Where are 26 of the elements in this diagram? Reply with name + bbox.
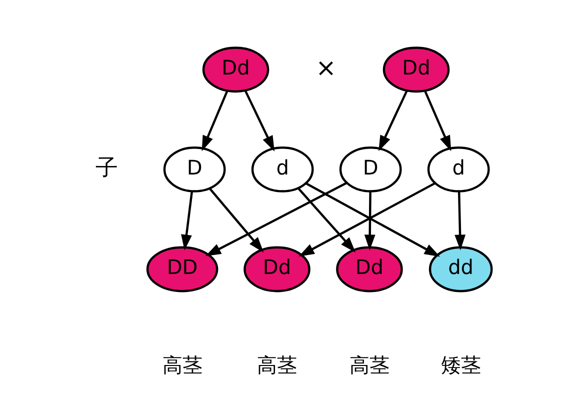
- arrow: [204, 182, 347, 256]
- node-ellipse: d: [426, 146, 490, 192]
- arrow: [201, 90, 228, 152]
- arrow: [364, 192, 375, 250]
- label: ×: [315, 52, 336, 82]
- node-ellipse: D: [162, 146, 226, 192]
- arrow: [454, 192, 466, 250]
- node-label: 高茎: [348, 352, 389, 377]
- arrow: [244, 90, 274, 152]
- node-ellipse: Dd: [202, 46, 269, 93]
- node-ellipse: D: [338, 146, 402, 192]
- node-label: 高茎: [256, 352, 296, 377]
- arrow: [208, 188, 264, 252]
- node-ellipse: Dd: [382, 46, 450, 93]
- node-label: 高茎: [162, 352, 202, 377]
- arrow: [180, 192, 192, 250]
- arrow: [378, 90, 408, 152]
- node-ellipse: d: [250, 146, 314, 192]
- arrow: [297, 188, 356, 253]
- label: 子: [95, 155, 118, 181]
- node-ellipse: Dd: [336, 246, 402, 292]
- node-label: 矮茎: [440, 352, 480, 377]
- node-ellipse: dd: [428, 246, 492, 292]
- node-ellipse: Dd: [243, 246, 310, 292]
- arrow: [424, 90, 451, 152]
- node-ellipse: DD: [146, 246, 218, 292]
